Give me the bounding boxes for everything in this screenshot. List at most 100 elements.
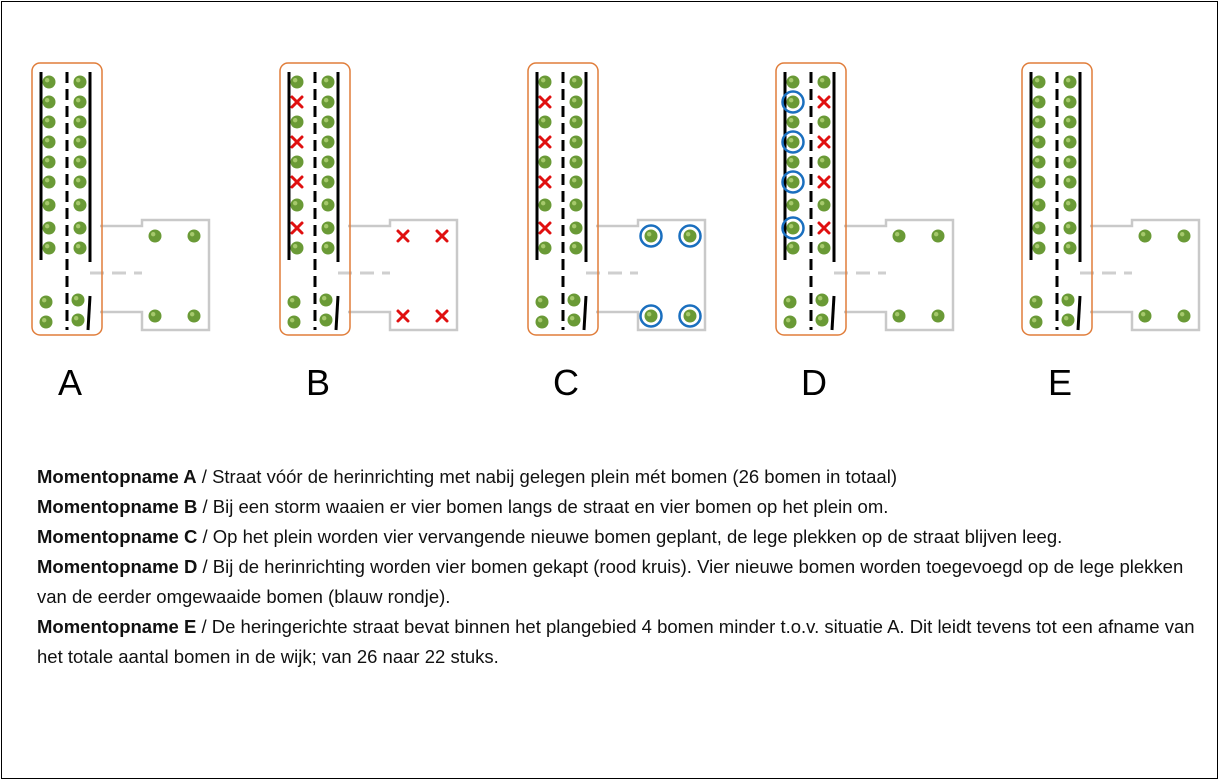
tree-highlight (45, 178, 50, 183)
tree-icon (290, 115, 304, 129)
curb-right-lower (334, 295, 340, 331)
tree-highlight (686, 232, 691, 237)
tree-highlight (45, 224, 50, 229)
tree-icon (319, 293, 333, 307)
tree-icon (892, 309, 906, 323)
tree-highlight (45, 244, 50, 249)
tree-icon (319, 313, 333, 327)
tree-icon (644, 309, 658, 323)
tree-icon (1063, 115, 1077, 129)
tree-highlight (76, 158, 81, 163)
tree-highlight (786, 318, 791, 323)
legend-text-c: / Op het plein worden vier vervangende n… (197, 526, 1063, 547)
tree-highlight (789, 178, 794, 183)
tree-icon (287, 295, 301, 309)
panel-label-d: D (801, 362, 827, 403)
tree-highlight (76, 244, 81, 249)
tree-icon (535, 315, 549, 329)
tree-icon (817, 75, 831, 89)
tree-highlight (1066, 138, 1071, 143)
tree-icon (1032, 95, 1046, 109)
tree-highlight (293, 201, 298, 206)
tree-highlight (151, 232, 156, 237)
tree-highlight (1032, 318, 1037, 323)
tree-highlight (151, 312, 156, 317)
square-outline (348, 218, 459, 332)
tree-highlight (1035, 78, 1040, 83)
tree-icon (538, 115, 552, 129)
tree-highlight (324, 201, 329, 206)
tree-highlight (42, 298, 47, 303)
legend-text-e: / De heringerichte straat bevat binnen h… (37, 616, 1195, 667)
tree-icon (1063, 135, 1077, 149)
tree-icon (42, 95, 56, 109)
panel-e (1021, 62, 1201, 336)
legend-item-a: Momentopname A / Straat vóór de herinric… (37, 462, 1207, 492)
tree-icon (683, 229, 697, 243)
tree-icon (71, 293, 85, 307)
tree-icon (569, 115, 583, 129)
tree-highlight (74, 296, 79, 301)
curb-right-lower (86, 295, 92, 331)
tree-highlight (1035, 138, 1040, 143)
tree-highlight (1066, 201, 1071, 206)
tree-icon (290, 155, 304, 169)
tree-highlight (818, 296, 823, 301)
removed-tree-cross-icon (817, 221, 831, 235)
tree-icon (42, 75, 56, 89)
tree-highlight (686, 312, 691, 317)
tree-highlight (76, 118, 81, 123)
tree-highlight (74, 316, 79, 321)
tree-highlight (1035, 244, 1040, 249)
new-tree-circle-icon (639, 224, 663, 248)
tree-icon (535, 295, 549, 309)
tree-icon (42, 155, 56, 169)
tree-icon (817, 241, 831, 255)
tree-icon (73, 135, 87, 149)
tree-icon (786, 135, 800, 149)
tree-icon (1063, 155, 1077, 169)
tree-icon (1032, 198, 1046, 212)
tree-highlight (1066, 78, 1071, 83)
removed-tree-cross-icon (538, 175, 552, 189)
tree-highlight (1066, 224, 1071, 229)
plan-area-outline (527, 62, 599, 336)
tree-highlight (572, 118, 577, 123)
tree-icon (1063, 241, 1077, 255)
tree-highlight (1141, 232, 1146, 237)
tree-icon (1063, 198, 1077, 212)
removed-tree-cross-icon (290, 175, 304, 189)
square-outline (100, 218, 211, 332)
new-tree-circle-icon (678, 304, 702, 328)
plan-area-outline (279, 62, 351, 336)
tree-highlight (1035, 224, 1040, 229)
tree-highlight (895, 232, 900, 237)
tree-highlight (1066, 98, 1071, 103)
tree-highlight (76, 138, 81, 143)
panel-label-c: C (553, 362, 579, 403)
tree-highlight (1035, 201, 1040, 206)
tree-icon (42, 241, 56, 255)
removed-tree-cross-icon (817, 135, 831, 149)
panel-label-a: A (57, 362, 82, 403)
tree-icon (1061, 293, 1075, 307)
tree-icon (1063, 221, 1077, 235)
tree-highlight (76, 78, 81, 83)
tree-icon (321, 95, 335, 109)
tree-highlight (1035, 98, 1040, 103)
panel-label-e: E (1047, 362, 1072, 403)
tree-icon (1032, 115, 1046, 129)
tree-snapshots-diagram (31, 62, 1201, 336)
tree-highlight (789, 78, 794, 83)
tree-icon (1029, 295, 1043, 309)
tree-icon (1032, 155, 1046, 169)
tree-highlight (789, 118, 794, 123)
tree-icon (73, 95, 87, 109)
tree-highlight (322, 316, 327, 321)
tree-highlight (820, 244, 825, 249)
tree-highlight (45, 158, 50, 163)
tree-highlight (541, 118, 546, 123)
panel-a (31, 62, 211, 336)
tree-highlight (786, 298, 791, 303)
